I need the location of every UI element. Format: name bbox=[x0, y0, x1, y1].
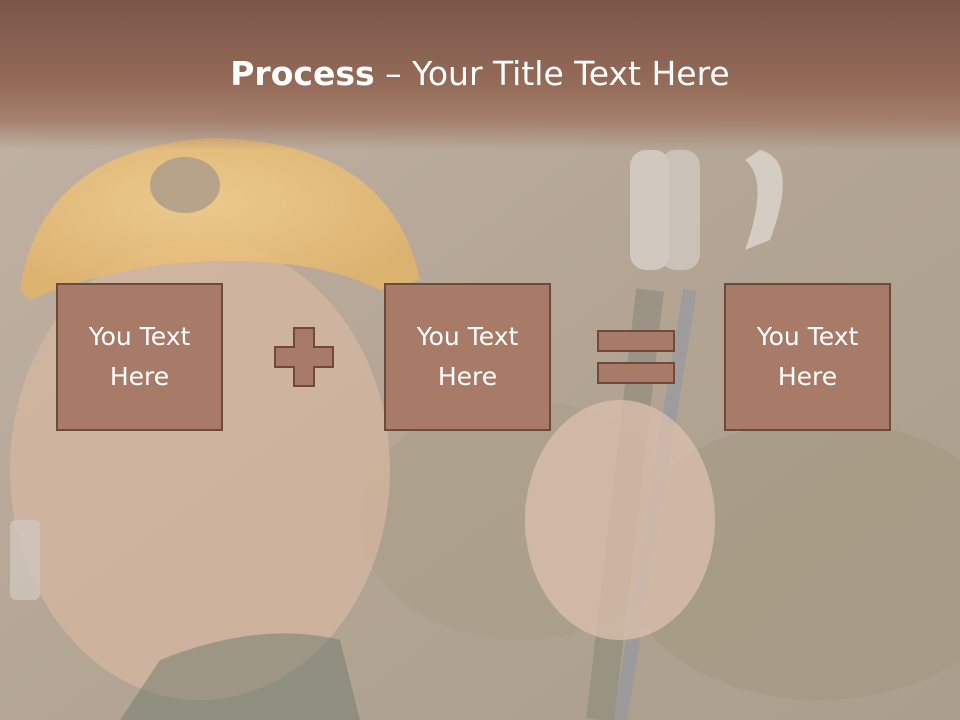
process-box-1: You Text Here bbox=[56, 283, 223, 431]
process-box-2-label: You Text Here bbox=[416, 322, 519, 391]
process-box-2: You Text Here bbox=[384, 283, 551, 431]
slide-title: Process – Your Title Text Here bbox=[0, 52, 960, 96]
title-band bbox=[0, 0, 960, 150]
title-bold: Process bbox=[230, 54, 375, 93]
plus-icon bbox=[274, 327, 334, 387]
title-rest: Your Title Text Here bbox=[412, 54, 730, 93]
title-dash: – bbox=[374, 54, 413, 93]
equals-icon bbox=[597, 330, 675, 384]
process-box-3-label: You Text Here bbox=[756, 322, 859, 391]
process-box-3: You Text Here bbox=[724, 283, 891, 431]
process-box-1-label: You Text Here bbox=[88, 322, 191, 391]
